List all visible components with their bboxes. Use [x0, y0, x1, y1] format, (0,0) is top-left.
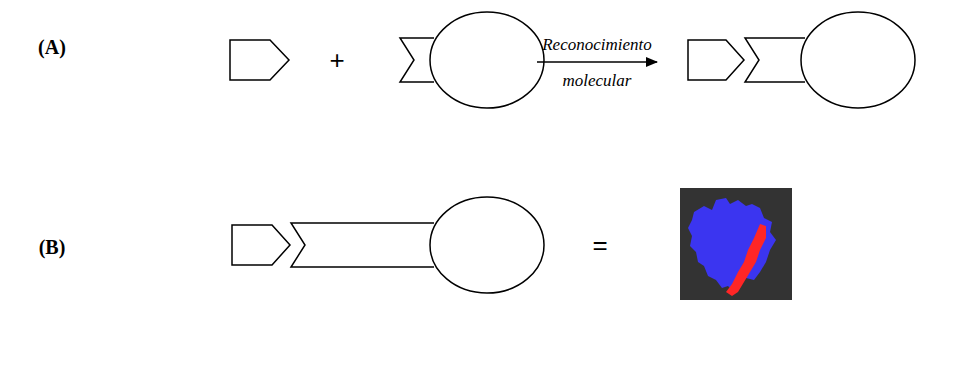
receptor-site: [745, 38, 805, 82]
arrow-label: Reconocimiento molecular: [538, 27, 656, 99]
ligand-strand: [726, 224, 766, 296]
receptor-site: [400, 38, 434, 82]
equals-sign: =: [592, 230, 607, 261]
receptor-body: [801, 12, 915, 108]
ligand-shape: [230, 40, 289, 80]
panel-label: (A): [38, 36, 66, 59]
panel-label: (B): [39, 236, 66, 259]
protein-blob: [688, 198, 776, 292]
plus-sign: +: [329, 45, 344, 76]
receptor-body: [430, 12, 544, 108]
reaction-arrow: [537, 61, 657, 63]
receptor-site: [291, 223, 434, 267]
ligand-shape: [688, 40, 744, 80]
receptor-site: [290, 223, 436, 267]
molecule-image: [680, 188, 792, 300]
receptor-body: [430, 197, 544, 293]
ligand-shape: [232, 225, 290, 265]
